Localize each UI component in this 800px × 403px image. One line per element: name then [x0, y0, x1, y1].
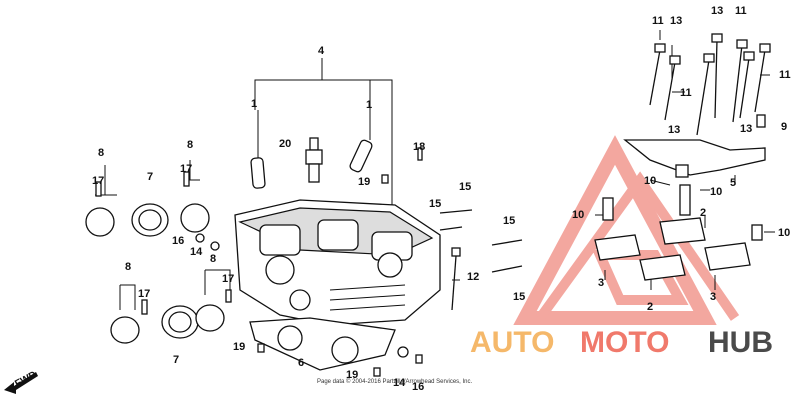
watermark-auto: AUTO — [470, 326, 554, 359]
part-label-l17d: 17 — [222, 273, 234, 285]
part-label-l2b: 2 — [647, 301, 653, 313]
copyright-text: Page data © 2004-2016 Partzilla/Arrowhea… — [317, 378, 473, 385]
part-label-l1a: 1 — [251, 98, 257, 110]
part-label-l11c: 11 — [779, 69, 791, 81]
part-label-l15d: 15 — [513, 291, 525, 303]
part-label-l11a: 11 — [652, 15, 664, 27]
spark-plug — [305, 137, 323, 183]
watermark-triangle-second — [535, 171, 740, 321]
part-label-l16: 16 — [172, 235, 184, 247]
part-label-l10a: 10 — [644, 175, 656, 187]
watermark-hub: HUB — [708, 326, 773, 359]
fwd-label: FWD — [13, 369, 38, 389]
part-label-l1b: 1 — [366, 99, 372, 111]
part-label-l3a: 3 — [598, 277, 604, 289]
part-label-l19c: 19 — [346, 369, 358, 381]
part-label-l11b: 11 — [735, 5, 747, 17]
part-label-l2a: 2 — [700, 207, 706, 219]
valve-guides — [250, 139, 373, 189]
part-label-l18: 18 — [413, 141, 425, 153]
callout-lines — [95, 30, 775, 355]
rocker-arms — [594, 217, 751, 281]
clamp-bands — [85, 203, 225, 344]
part-label-l8c: 8 — [125, 261, 131, 273]
part-label-l7b: 7 — [173, 354, 179, 366]
part-label-l19a: 19 — [358, 176, 370, 188]
rocker-arm-holder — [602, 139, 766, 241]
part-label-l19b: 19 — [233, 341, 245, 353]
part-label-l14a: 14 — [190, 246, 203, 258]
part-label-l8d: 8 — [210, 253, 216, 265]
part-label-l14b: 14 — [393, 377, 406, 389]
part-label-l16b: 16 — [412, 381, 424, 393]
part-label-l7a: 7 — [147, 171, 153, 183]
watermark-moto: MOTO — [580, 326, 669, 359]
fwd-arrow — [4, 372, 38, 394]
studs — [439, 209, 523, 273]
part-label-l10d: 10 — [778, 227, 790, 239]
watermark-text: AUTO MOTO HUB — [470, 326, 773, 359]
part-label-l10c: 10 — [572, 209, 584, 221]
part-label-l20: 20 — [279, 138, 291, 150]
watermark-triangle-outer — [513, 135, 717, 325]
cylinder-head — [234, 199, 441, 326]
part-label-l13d: 13 — [740, 123, 752, 135]
bolt-12 — [451, 247, 461, 311]
part-label-l9: 9 — [781, 121, 787, 133]
insulators — [131, 203, 199, 339]
part-label-l8a: 8 — [98, 147, 104, 159]
part-label-l3b: 3 — [710, 291, 716, 303]
part-label-l15a: 15 — [459, 181, 471, 193]
part-label-l15b: 15 — [429, 198, 441, 210]
part-label-l15c: 15 — [503, 215, 515, 227]
part-label-l13b: 13 — [711, 5, 723, 17]
part-label-l4: 4 — [318, 45, 325, 57]
part-label-l17c: 17 — [138, 288, 150, 300]
part-label-l13c: 13 — [668, 124, 680, 136]
part-label-l5: 5 — [730, 177, 736, 189]
part-label-l10b: 10 — [710, 186, 722, 198]
part-label-l12: 12 — [467, 271, 479, 283]
long-bolts — [649, 33, 771, 136]
small-fasteners — [95, 147, 423, 377]
part-label-l6: 6 — [298, 357, 304, 369]
part-label-l8b: 8 — [187, 139, 193, 151]
head-gasket — [249, 317, 396, 371]
part-label-l13a: 13 — [670, 15, 682, 27]
part-label-l17b: 17 — [180, 163, 192, 175]
part-label-l17a: 17 — [92, 175, 104, 187]
part-label-l11d: 11 — [680, 87, 692, 99]
